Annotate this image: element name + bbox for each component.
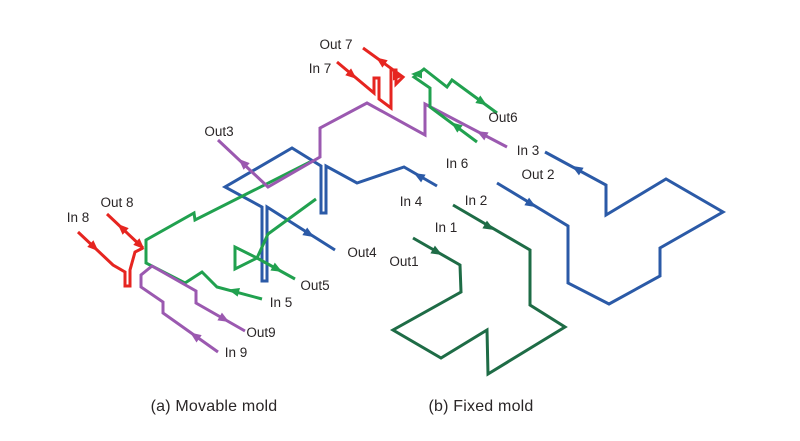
port-label-out3: Out3 xyxy=(204,124,233,139)
channel-4: In 4 Out4 xyxy=(221,146,438,283)
flow-arrow-channel-2 xyxy=(571,165,584,176)
channel-8: Out 8 In 8 xyxy=(67,195,145,288)
port-label-out-2: Out 2 xyxy=(521,167,554,182)
port-label-out-8: Out 8 xyxy=(100,195,133,210)
flow-arrow-channel-5 xyxy=(270,262,283,272)
port-label-in-3: In 3 xyxy=(517,143,540,158)
channel-6: Out6 In 6 xyxy=(411,67,518,171)
flow-arrow-channel-4 xyxy=(413,173,426,183)
flow-arrow-channel-1 xyxy=(430,245,443,255)
flow-arrow-channel-3 xyxy=(238,158,250,170)
port-label-out1: Out1 xyxy=(389,254,418,269)
port-label-out5: Out5 xyxy=(300,278,329,293)
flow-arrow-channel-6 xyxy=(475,95,488,106)
port-label-in-6: In 6 xyxy=(446,156,469,171)
port-label-out4: Out4 xyxy=(347,245,377,260)
channel-9: Out9 In 9 xyxy=(139,264,276,360)
flow-arrow-channel-6 xyxy=(451,122,463,133)
pipe-channel-2 xyxy=(496,150,727,306)
pipe-channel-7 xyxy=(336,46,406,111)
channel-2: In 2 Out 2 xyxy=(465,150,727,306)
port-label-out6: Out6 xyxy=(488,110,517,125)
flow-arrow-channel-8 xyxy=(117,223,129,235)
flow-arrow-channel-4 xyxy=(302,227,315,238)
port-label-in-7: In 7 xyxy=(309,61,332,76)
port-label-out9: Out9 xyxy=(246,325,275,340)
pipe-channel-9 xyxy=(139,264,246,354)
flow-arrow-channel-1 xyxy=(482,220,495,230)
pipe-channel-8 xyxy=(76,230,144,288)
channel-7: Out 7 In 7 xyxy=(309,37,406,111)
pipe-channel-5 xyxy=(144,160,311,301)
port-label-in-4: In 4 xyxy=(400,194,423,209)
pipe-channel-5 xyxy=(233,197,317,281)
port-label-in-5: In 5 xyxy=(270,295,293,310)
channel-5: In 5 Out5 xyxy=(144,160,330,310)
port-label-out-7: Out 7 xyxy=(319,37,352,52)
flow-arrow-channel-9 xyxy=(190,332,202,343)
flow-arrow-channel-7 xyxy=(376,57,388,68)
flow-arrow-channel-7 xyxy=(393,71,404,81)
flow-arrow-channel-7 xyxy=(345,68,357,79)
flow-arrow-channel-6 xyxy=(411,69,422,79)
caption-movable-mold: (a) Movable mold xyxy=(150,398,278,415)
caption-fixed-mold: (b) Fixed mold xyxy=(428,398,534,415)
flow-arrow-channel-2 xyxy=(524,197,537,208)
port-label-in-8: In 8 xyxy=(67,210,90,225)
flow-arrow-channel-3 xyxy=(476,131,489,141)
flow-arrow-channel-5 xyxy=(228,287,240,297)
pipe-channel-4 xyxy=(221,146,438,283)
pipe-channel-1 xyxy=(389,203,568,377)
port-label-in-1: In 1 xyxy=(435,220,458,235)
channel-3: Out3 In 3 xyxy=(204,101,540,189)
flow-arrow-channel-9 xyxy=(217,312,230,322)
flow-arrow-channel-8 xyxy=(133,238,145,250)
port-label-in-2: In 2 xyxy=(465,193,488,208)
port-label-in-9: In 9 xyxy=(225,345,248,360)
flow-arrow-channel-8 xyxy=(87,240,99,252)
pipe-channel-3 xyxy=(216,101,508,189)
channel-1: In 1 Out1 xyxy=(389,203,568,377)
